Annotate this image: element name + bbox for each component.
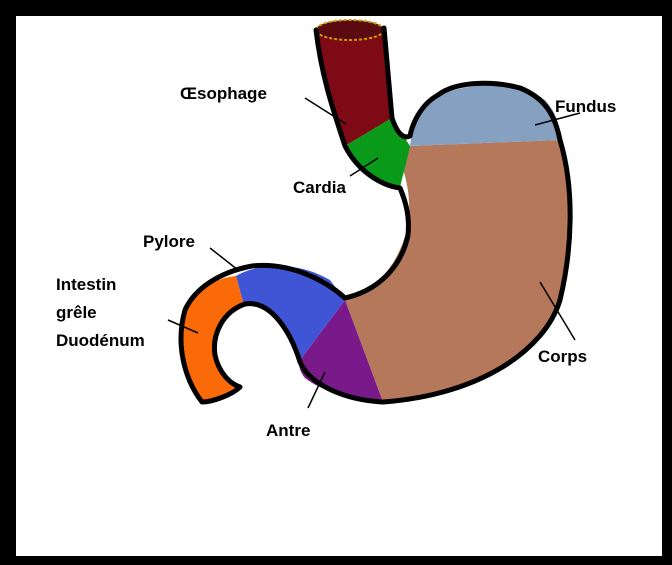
label-intestin-1: Intestin [56,275,116,294]
label-fundus: Fundus [555,97,616,116]
label-pylore: Pylore [143,232,195,251]
label-intestin-2: grêle [56,303,97,322]
label-cardia: Cardia [293,178,346,197]
region-fundus [410,85,560,146]
label-intestin-3: Duodénum [56,331,145,350]
leader-pylore [210,248,238,270]
label-corps: Corps [538,347,587,366]
oesophage-opening [316,20,384,40]
label-oesophage: Œsophage [180,84,267,103]
label-antre: Antre [266,421,310,440]
